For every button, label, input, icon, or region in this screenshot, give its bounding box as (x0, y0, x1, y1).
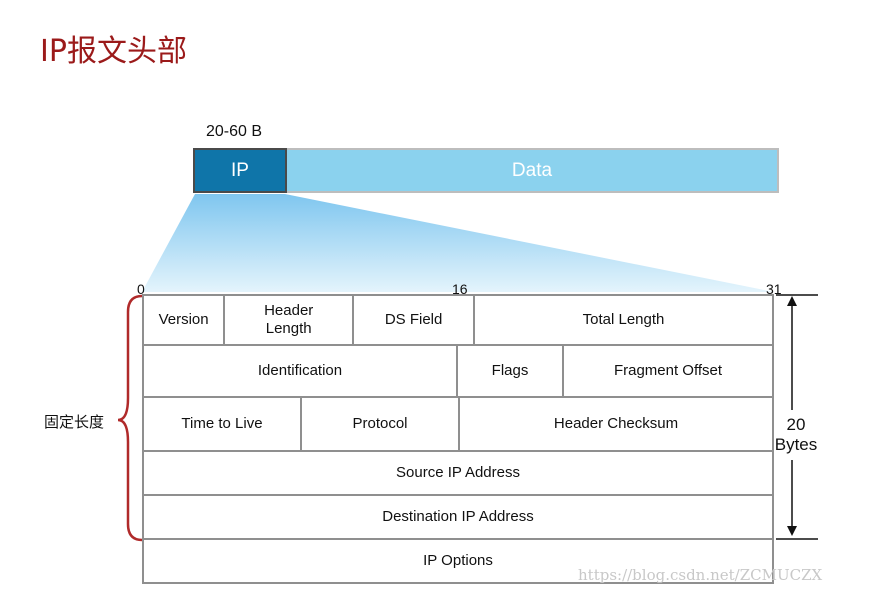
source-ip-cell: Source IP Address (396, 464, 520, 481)
version-cell: Version (158, 311, 209, 328)
bit-label-end: 31 (766, 281, 782, 297)
destination-ip-cell: Destination IP Address (382, 508, 534, 525)
ttl-cell: Time to Live (181, 415, 263, 432)
bytes-arrow-up-icon (787, 296, 797, 306)
protocol-cell: Protocol (300, 398, 458, 450)
header-row: Destination IP Address (142, 496, 774, 540)
ds-field-cell: DS Field (352, 296, 473, 344)
data-block: Data (287, 148, 779, 193)
ip-header-block: IP (193, 148, 287, 193)
bit-label-mid: 16 (452, 281, 468, 297)
bytes-arrow-down-icon (787, 526, 797, 536)
fragment-offset-cell: Fragment Offset (562, 346, 772, 396)
header-row: IP Options (142, 540, 774, 584)
identification-cell: Identification (257, 362, 343, 379)
bit-label-start: 0 (137, 281, 145, 297)
header-bytes-label: 20 Bytes (774, 415, 818, 455)
flags-cell: Flags (456, 346, 562, 396)
watermark: https://blog.csdn.net/ZCMUCZX (578, 566, 823, 584)
header-checksum-cell: Header Checksum (458, 398, 772, 450)
total-length-cell: Total Length (473, 296, 772, 344)
ip-options-cell: IP Options (423, 552, 493, 569)
header-row: Source IP Address (142, 452, 774, 496)
page-title: IP报文头部 (40, 34, 187, 69)
header-length-cell: Header Length (223, 296, 352, 344)
fixed-length-label: 固定长度 (44, 413, 105, 431)
expansion-fan (142, 194, 774, 292)
packet-size-label: 20-60 B (206, 123, 263, 140)
fixed-length-brace (117, 294, 143, 542)
